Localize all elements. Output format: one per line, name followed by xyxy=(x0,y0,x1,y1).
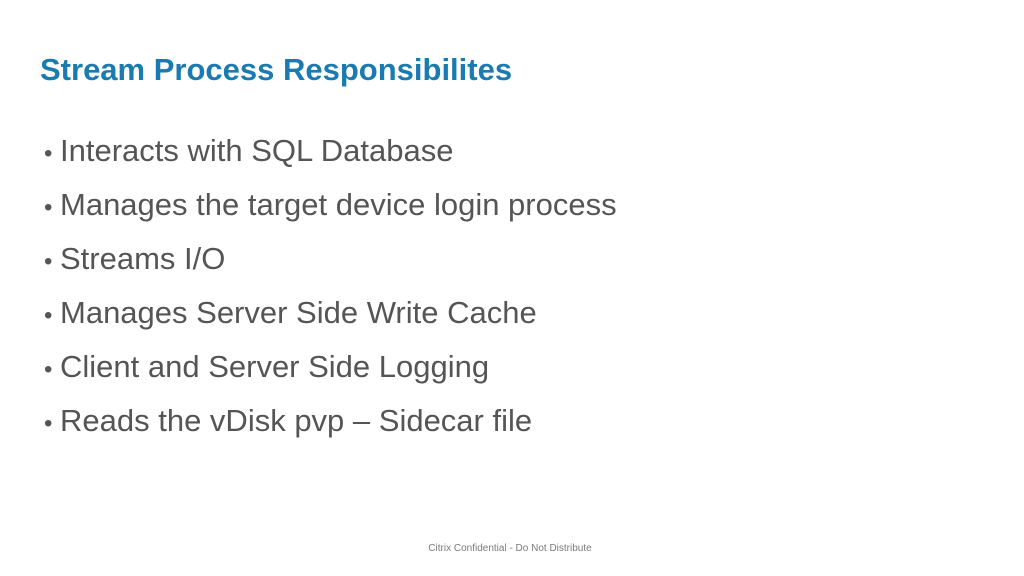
bullet-item: • Manages the target device login proces… xyxy=(44,187,617,241)
confidential-notice: Citrix Confidential - Do Not Distribute xyxy=(428,543,592,554)
bullet-item: • Manages Server Side Write Cache xyxy=(44,295,617,349)
bullet-marker: • xyxy=(44,248,53,275)
slide-footer: Citrix Confidential - Do Not Distribute xyxy=(0,543,1024,554)
bullet-marker: • xyxy=(44,302,53,329)
bullet-text: Manages the target device login process xyxy=(60,187,617,222)
bullet-marker: • xyxy=(44,140,53,167)
slide-title: Stream Process Responsibilites xyxy=(40,52,513,87)
bullet-item: • Interacts with SQL Database xyxy=(44,133,617,187)
bullet-item: • Reads the vDisk pvp – Sidecar file xyxy=(44,403,617,457)
bullet-marker: • xyxy=(44,410,53,437)
bullet-marker: • xyxy=(44,194,53,221)
bullet-list: • Interacts with SQL Database • Manages … xyxy=(44,133,617,457)
bullet-text: Client and Server Side Logging xyxy=(60,349,490,384)
bullet-text: Manages Server Side Write Cache xyxy=(60,295,537,330)
bullet-text: Streams I/O xyxy=(60,241,226,276)
bullet-text: Interacts with SQL Database xyxy=(60,133,454,168)
bullet-item: • Streams I/O xyxy=(44,241,617,295)
bullet-item: • Client and Server Side Logging xyxy=(44,349,617,403)
bullet-marker: • xyxy=(44,356,53,383)
bullet-text: Reads the vDisk pvp – Sidecar file xyxy=(60,403,533,438)
